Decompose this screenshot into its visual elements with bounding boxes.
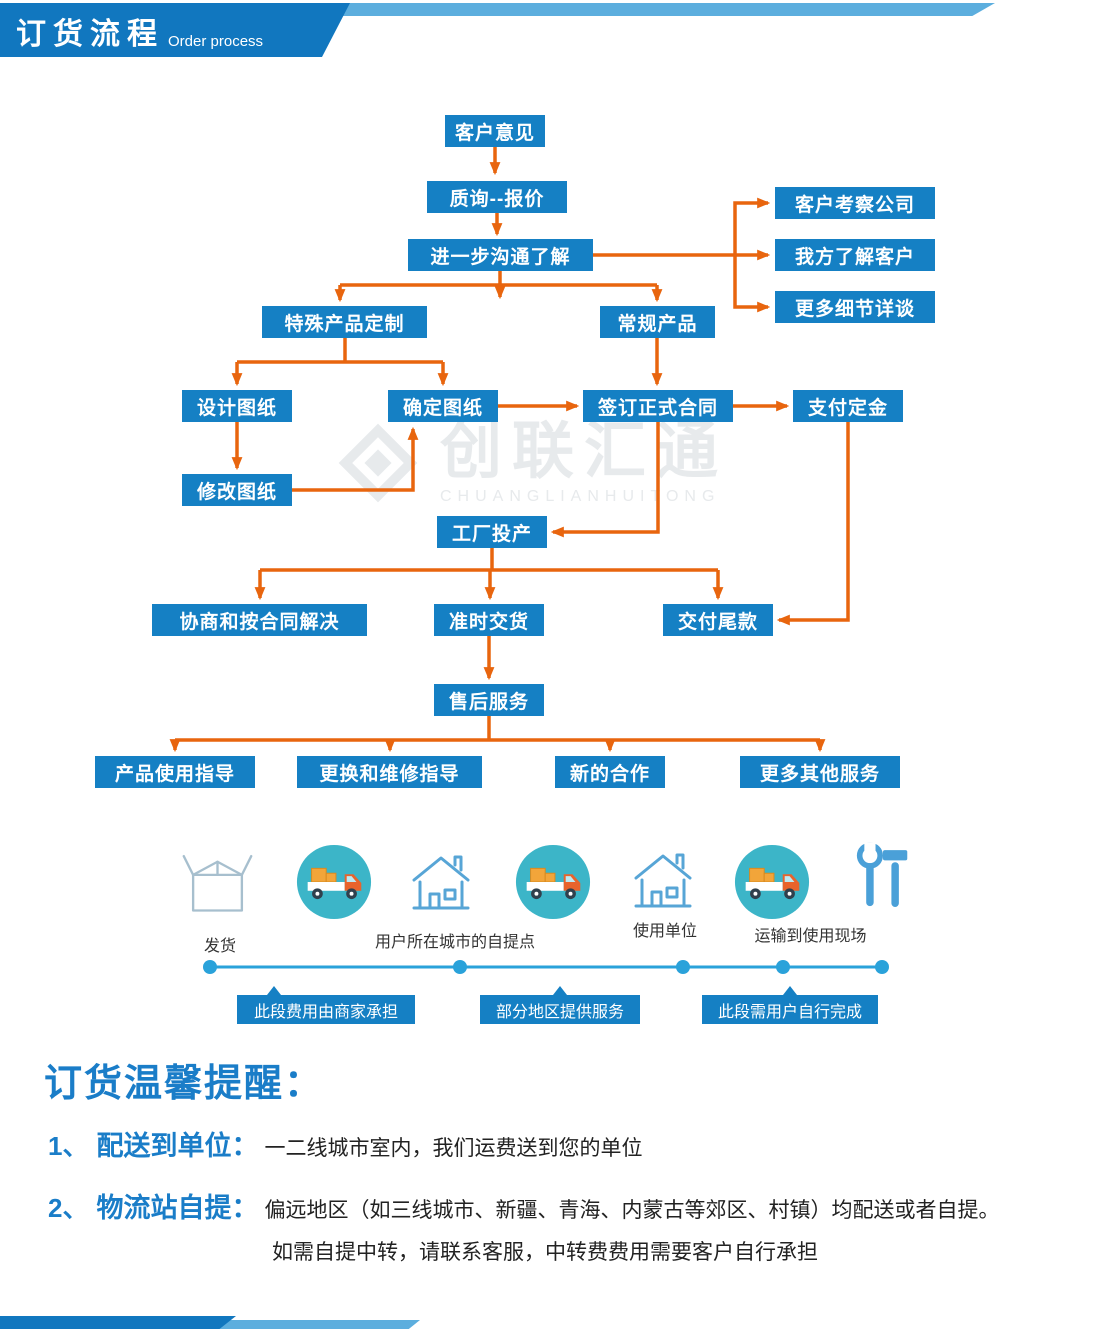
flow-node-regular-product: 常规产品: [600, 306, 715, 338]
callout-partial-area-service: 部分地区提供服务: [480, 986, 640, 1024]
flow-node-further-communication: 进一步沟通了解: [408, 239, 593, 271]
footer-banner: [0, 1316, 236, 1329]
reminder-item-text: 偏远地区（如三线城市、新疆、青海、内蒙古等郊区、村镇）均配送或者自提。: [264, 1199, 1000, 1222]
stage-label-transport-to-site: 运输到使用现场: [754, 928, 867, 945]
callout-user-completes-segment: 此段需用户自行完成: [702, 986, 878, 1024]
watermark-brand-romanized: CHUANGLIANHUITONG: [440, 488, 721, 505]
flow-node-new-cooperation: 新的合作: [555, 756, 665, 788]
stage-label-city-pickup-point: 用户所在城市的自提点: [374, 934, 535, 951]
header-banner: [0, 3, 350, 57]
flow-node-inquiry-quotation: 质询--报价: [427, 181, 567, 213]
flow-node-product-usage-guidance: 产品使用指导: [95, 756, 255, 788]
reminder-item-text: 一二线城市室内，我们运费送到您的单位: [264, 1137, 643, 1160]
flow-node-pay-deposit: 支付定金: [793, 390, 903, 422]
truck-icon: [734, 844, 810, 920]
tools-icon: [856, 842, 908, 907]
flow-node-on-time-delivery: 准时交货: [434, 604, 544, 636]
house-icon: [412, 855, 470, 910]
reminder-item-number: 2、: [48, 1193, 89, 1223]
truck-icon: [296, 844, 372, 920]
reminder-item-label: 物流站自提：: [96, 1193, 259, 1223]
stage-label-ship: 发货: [203, 938, 236, 955]
watermark-text: 创联汇通 CHUANGLIANHUITONG: [440, 420, 728, 506]
flow-node-design-drawings: 设计图纸: [182, 390, 292, 422]
flow-node-more-details-discussion: 更多细节详谈: [775, 291, 935, 323]
callout-merchant-pays-segment: 此段费用由商家承担: [237, 986, 415, 1024]
reminder-item-text-continued: 如需自提中转，请联系客服，中转费费用需要客户自行承担: [272, 1241, 818, 1264]
truck-icon: [515, 844, 591, 920]
reminder-item-label: 配送到单位：: [96, 1131, 259, 1161]
reminder-title: 订货温馨提醒：: [44, 1063, 325, 1105]
watermark: 创联汇通 CHUANGLIANHUITONG: [330, 415, 728, 511]
flow-node-we-know-client: 我方了解客户: [775, 239, 935, 271]
reminder-item-number: 1、: [48, 1131, 89, 1161]
page-subtitle: Order process: [168, 33, 264, 50]
flow-node-more-other-services: 更多其他服务: [740, 756, 900, 788]
flow-node-replacement-repair-guidance: 更换和维修指导: [297, 756, 482, 788]
reminder-item-logistics-pickup: 2、 物流站自提： 偏远地区（如三线城市、新疆、青海、内蒙古等郊区、村镇）均配送…: [48, 1186, 999, 1225]
stage-label-user-unit: 使用单位: [632, 923, 697, 940]
flow-node-modify-drawings: 修改图纸: [182, 474, 292, 506]
flow-node-client-visits-company: 客户考察公司: [775, 187, 935, 219]
flow-node-sign-formal-contract: 签订正式合同: [583, 390, 733, 422]
header-accent-stripe: [238, 3, 995, 16]
flow-node-special-product-customization: 特殊产品定制: [262, 306, 427, 338]
flow-node-confirm-drawings: 确定图纸: [388, 390, 498, 422]
parcel-icon: [182, 854, 253, 912]
flow-node-customer-feedback: 客户意见: [445, 115, 545, 147]
page-title: 订货流程: [16, 18, 164, 51]
house-icon: [634, 853, 692, 908]
footer-accent-stripe: [140, 1320, 420, 1329]
header: 订货流程 Order process: [16, 9, 263, 53]
flow-node-pay-balance: 交付尾款: [663, 604, 773, 636]
watermark-brand-name: 创联汇通: [440, 417, 729, 486]
flow-node-factory-production: 工厂投产: [437, 516, 547, 548]
logistics-timeline: [203, 960, 889, 974]
flow-node-after-sales-service: 售后服务: [434, 684, 544, 716]
brand-logo-icon: [338, 423, 418, 503]
reminder-item-delivery-to-unit: 1、 配送到单位： 一二线城市室内，我们运费送到您的单位: [48, 1124, 642, 1163]
flow-node-negotiate-per-contract: 协商和按合同解决: [152, 604, 367, 636]
